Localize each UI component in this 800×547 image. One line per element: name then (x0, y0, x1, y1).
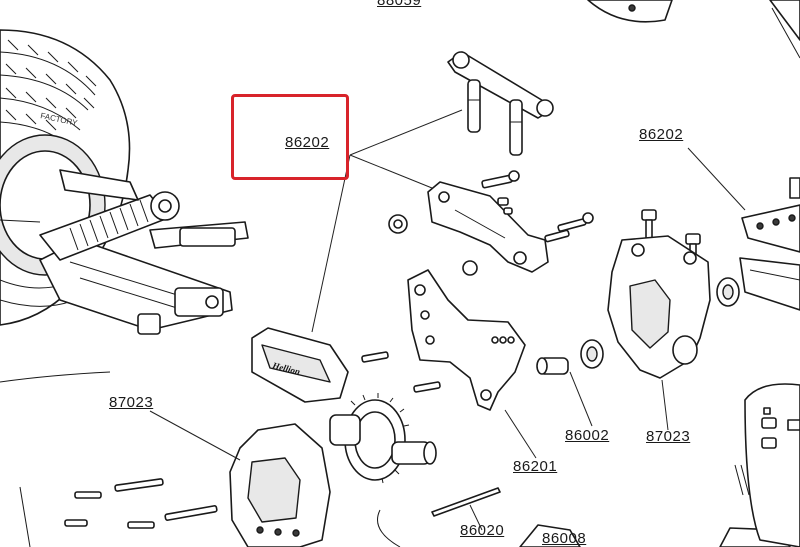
part-label-bearing[interactable]: 86002 (565, 427, 610, 444)
differential-gear (329, 393, 437, 484)
gearbox-housing-right (607, 235, 711, 379)
screw (481, 170, 520, 189)
screw (388, 214, 408, 234)
screw (557, 212, 594, 232)
screw (503, 207, 513, 215)
screw (641, 209, 657, 239)
screw (64, 519, 88, 527)
body-post-mount (447, 51, 554, 156)
leader-lines (149, 109, 746, 531)
shock-tower (407, 269, 526, 411)
screw (497, 197, 509, 206)
screw (544, 229, 570, 243)
bearing (536, 277, 740, 375)
lower-arm (39, 239, 233, 335)
right-edge-parts (734, 383, 800, 547)
gearbox-housing-left (229, 423, 331, 547)
screw (114, 478, 164, 492)
part-label-highlighted[interactable]: 86202 (285, 134, 330, 151)
screw (74, 491, 102, 499)
part-label-top[interactable]: 88059 (377, 0, 422, 9)
highlight-box (231, 94, 349, 180)
upper-arm (0, 169, 139, 223)
screw (361, 351, 389, 363)
screw (164, 505, 218, 521)
screw (462, 260, 478, 276)
screws (64, 170, 701, 529)
suspension-arm-right (739, 177, 800, 311)
bumper: Hellion (251, 327, 349, 403)
screw (127, 521, 155, 529)
upper-mount-plate (427, 181, 549, 273)
wing-fragment (587, 0, 800, 59)
part-label-left-diff[interactable]: 87023 (109, 394, 154, 411)
hinge-pin (431, 487, 501, 517)
screw (413, 381, 441, 393)
part-label-pin[interactable]: 86020 (460, 522, 505, 539)
part-label-bottom[interactable]: 86008 (542, 530, 587, 547)
shock-absorber (39, 191, 249, 261)
part-label-shock-tower[interactable]: 86201 (513, 458, 558, 475)
part-label-right-diff[interactable]: 87023 (646, 428, 691, 445)
part-label-right-mount[interactable]: 86202 (639, 126, 684, 143)
